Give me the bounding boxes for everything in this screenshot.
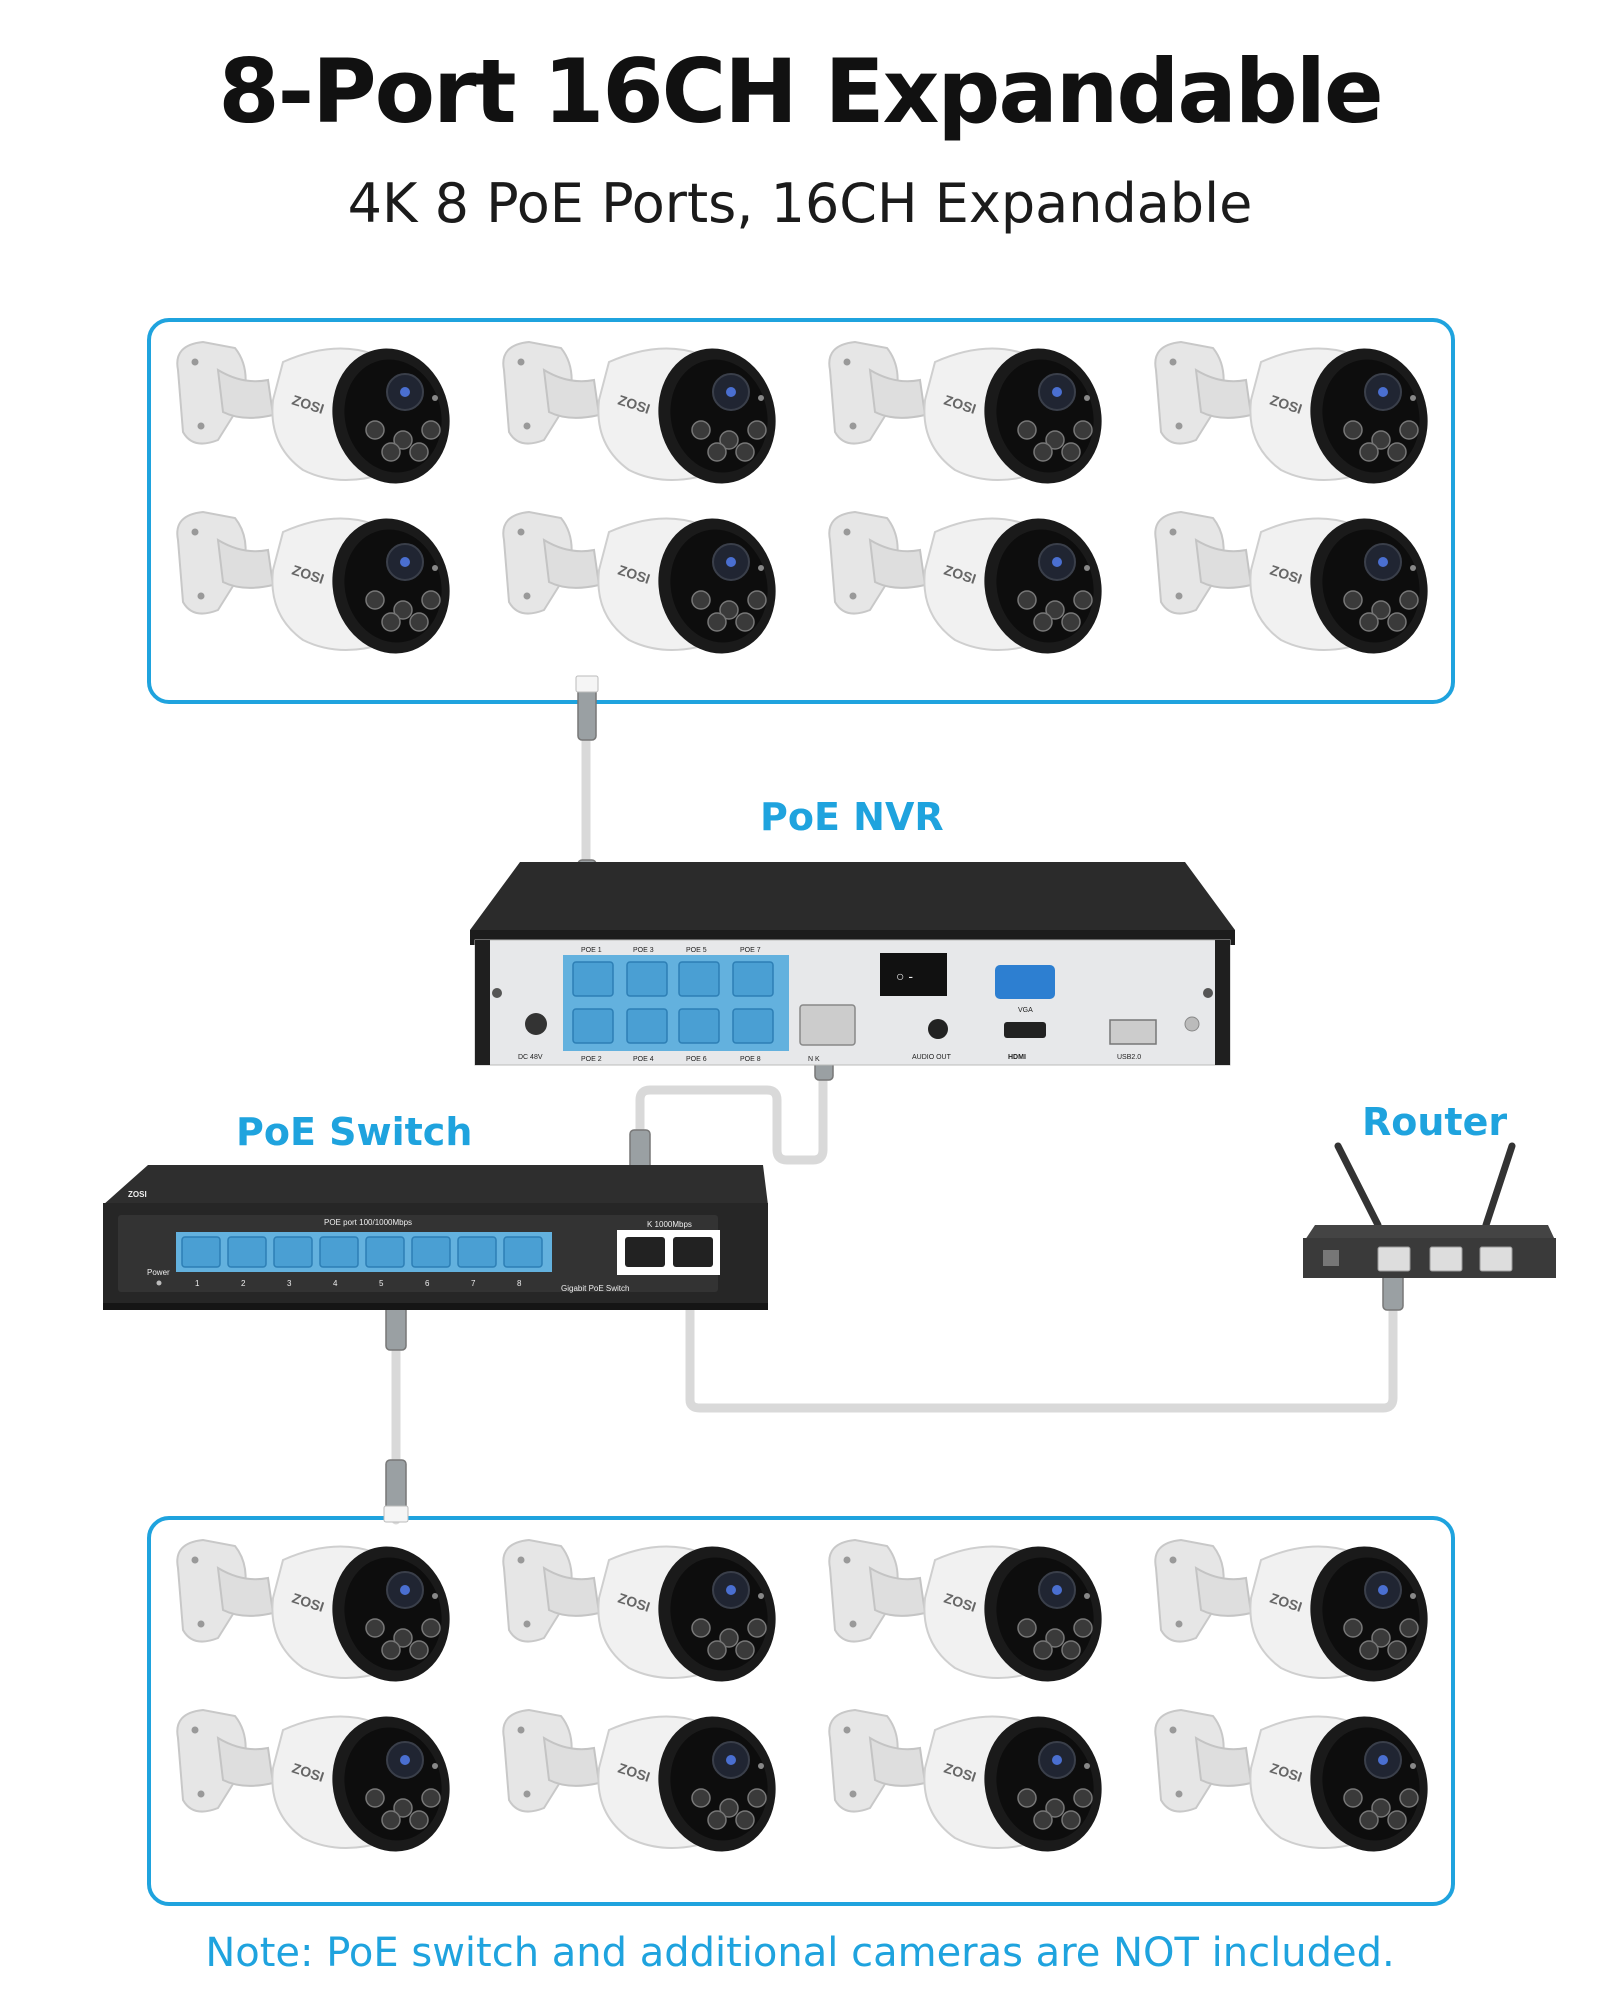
bullet-camera: ZOSI	[502, 510, 776, 654]
switch-model-label: Gigabit PoE Switch	[561, 1284, 629, 1293]
bullet-camera: ZOSI	[828, 340, 1102, 484]
nvr-label: PoE NVR	[760, 795, 944, 839]
nvr-hdmi-port	[1004, 1022, 1046, 1038]
bullet-camera: ZOSI	[502, 1538, 776, 1682]
bullet-camera: ZOSI	[1154, 340, 1428, 484]
bullet-camera: ZOSI	[176, 340, 450, 484]
camera-grid-top: ZOSI ZOSI ZOSI ZOSI ZOSI ZOSI ZOSI ZOSI	[176, 340, 1428, 654]
svg-text:○ -: ○ -	[896, 968, 913, 984]
camera-panel-top: ZOSI ZOSI ZOSI ZOSI ZOSI ZOSI ZOSI ZOSI	[147, 318, 1455, 704]
camera-grid-bottom: ZOSI ZOSI ZOSI ZOSI ZOSI ZOSI ZOSI ZOSI	[176, 1538, 1428, 1852]
switch-port-number: 2	[241, 1279, 246, 1288]
switch-port-number: 3	[287, 1279, 292, 1288]
switch-uplink-port-1	[625, 1237, 665, 1267]
bullet-camera: ZOSI	[1154, 1708, 1428, 1852]
nvr-usb-label: USB2.0	[1117, 1054, 1141, 1061]
nvr-port-label-1: POE 1	[581, 947, 602, 954]
bullet-camera: ZOSI	[828, 1538, 1102, 1682]
switch-label: PoE Switch	[236, 1110, 473, 1154]
switch-port-number: 5	[379, 1279, 384, 1288]
nvr-audio-jack	[928, 1019, 948, 1039]
switch-poe-ports	[181, 1236, 543, 1268]
bullet-camera: ZOSI	[828, 1708, 1102, 1852]
cable-nvr-lan-to-switch	[635, 1035, 828, 1195]
switch-port-number: 1	[195, 1279, 200, 1288]
switch-port-number: 7	[471, 1279, 476, 1288]
nvr-port-label-8: POE 8	[740, 1056, 761, 1063]
page-title: 8-Port 16CH Expandable	[218, 40, 1383, 143]
switch-port-header: POE port 100/1000Mbps	[324, 1218, 412, 1227]
nvr-port-label-5: POE 5	[686, 947, 707, 954]
router	[1303, 1142, 1556, 1278]
nvr-dc-label: DC 48V	[518, 1054, 543, 1061]
nvr-vga-port	[995, 965, 1055, 999]
router-port	[1377, 1246, 1411, 1272]
switch-port-number: 4	[333, 1279, 338, 1288]
switch-uplink-header: K 1000Mbps	[647, 1220, 692, 1229]
cable-switch-to-router	[685, 1275, 1398, 1413]
poe-nvr: DC 48V POE 1 POE 3 POE 5 POE 7 POE 2 POE…	[470, 862, 1235, 1066]
note-text: Note: PoE switch and additional cameras …	[205, 1930, 1395, 1976]
switch-port-numbers: 1 2 3 4 5 6 7 8	[195, 1279, 522, 1288]
router-antenna	[1334, 1142, 1382, 1229]
switch-brand: ZOSI	[128, 1190, 147, 1199]
router-port	[1429, 1246, 1463, 1272]
nvr-port-label-6: POE 6	[686, 1056, 707, 1063]
switch-port-number: 8	[517, 1279, 522, 1288]
camera-panel-bottom: ZOSI ZOSI ZOSI ZOSI ZOSI ZOSI ZOSI ZOSI	[147, 1516, 1455, 1906]
nvr-port-label-3: POE 3	[633, 947, 654, 954]
switch-power-label: Power	[147, 1268, 170, 1277]
bullet-camera: ZOSI	[502, 340, 776, 484]
bullet-camera: ZOSI	[176, 1708, 450, 1852]
nvr-power-switch	[880, 953, 947, 996]
poe-switch: ZOSI POE port 100/1000Mbps K 1000Mbps 1 …	[103, 1165, 768, 1310]
switch-uplink-port-2	[673, 1237, 713, 1267]
nvr-poe-ports	[572, 961, 774, 1044]
bullet-camera: ZOSI	[502, 1708, 776, 1852]
nvr-port-label-7: POE 7	[740, 947, 761, 954]
router-label: Router	[1362, 1100, 1508, 1144]
nvr-port-label-4: POE 4	[633, 1056, 654, 1063]
bullet-camera: ZOSI	[176, 1538, 450, 1682]
nvr-vga-label: VGA	[1018, 1007, 1033, 1014]
bullet-camera: ZOSI	[1154, 510, 1428, 654]
nvr-port-label-2: POE 2	[581, 1056, 602, 1063]
nvr-lan-port	[799, 1004, 856, 1046]
nvr-lan-label: N K	[808, 1056, 820, 1063]
switch-port-number: 6	[425, 1279, 430, 1288]
page-subtitle: 4K 8 PoE Ports, 16CH Expandable	[347, 172, 1253, 235]
nvr-audio-label: AUDIO OUT	[912, 1054, 952, 1061]
nvr-usb-port	[1109, 1019, 1157, 1045]
router-antenna	[1482, 1142, 1516, 1229]
bullet-camera: ZOSI	[176, 510, 450, 654]
bullet-camera: ZOSI	[828, 510, 1102, 654]
bullet-camera: ZOSI	[1154, 1538, 1428, 1682]
nvr-hdmi-label: HDMI	[1008, 1054, 1026, 1061]
router-port	[1479, 1246, 1513, 1272]
